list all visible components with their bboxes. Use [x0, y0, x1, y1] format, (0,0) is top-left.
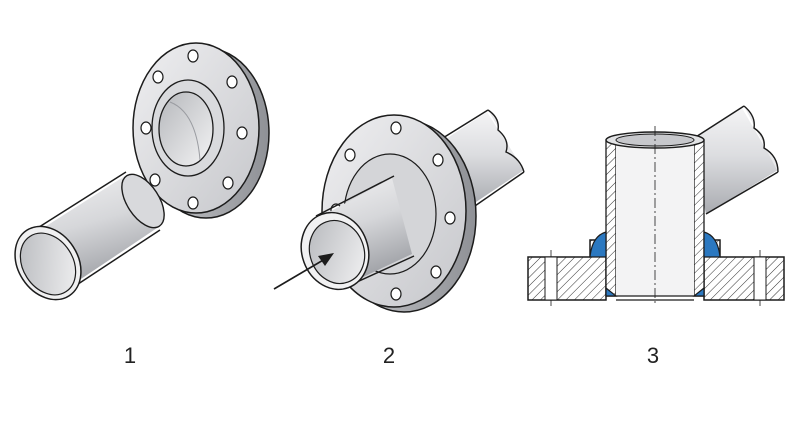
- step-3-illustration: [527, 105, 785, 306]
- pipe-cross-section: [605, 126, 705, 306]
- step-1-label: 1: [123, 343, 137, 368]
- step-1-illustration: [14, 42, 270, 301]
- insertion-arrow: [273, 253, 334, 290]
- flange-cross-section: [527, 239, 785, 306]
- fillet-welds: [589, 231, 721, 297]
- bolt-holes: [330, 121, 456, 301]
- pipe-stub: [300, 175, 415, 291]
- step-2-label: 2: [382, 343, 396, 368]
- bolt-holes: [140, 49, 248, 210]
- through-pipe-section: [687, 105, 779, 215]
- step-3-label: 3: [646, 343, 660, 368]
- step-2-illustration: [273, 109, 525, 313]
- pipe-section: [14, 171, 165, 301]
- slip-on-flange: [132, 42, 270, 219]
